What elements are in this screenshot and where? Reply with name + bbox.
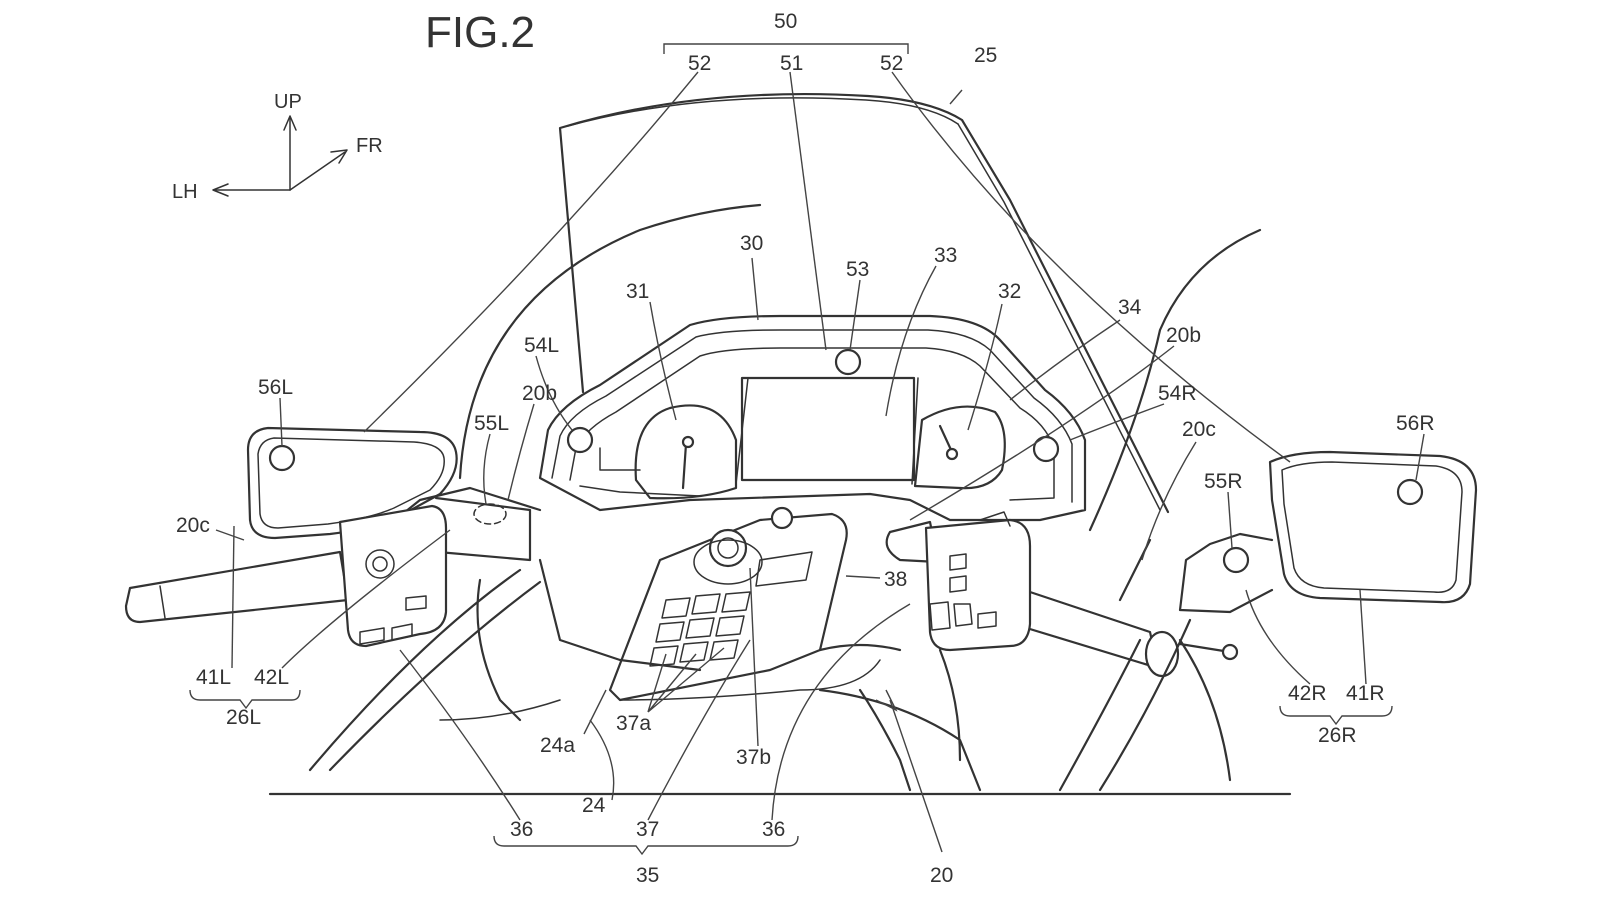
label-25: 25 <box>974 44 997 67</box>
label-35: 35 <box>636 864 659 887</box>
fairing-left-curve <box>458 203 762 480</box>
label-54L: 54L <box>524 334 559 357</box>
label-38: 38 <box>884 568 907 591</box>
label-24a: 24a <box>540 734 575 757</box>
label-26L: 26L <box>226 706 261 729</box>
label-32: 32 <box>998 280 1021 303</box>
body-20 <box>268 538 1292 796</box>
figure-title: FIG.2 <box>425 8 535 57</box>
left-handlebar <box>124 496 532 648</box>
right-mirror-26R <box>1178 450 1478 614</box>
label-20: 20 <box>930 864 953 887</box>
label-51: 51 <box>780 52 803 75</box>
indicator-lamp-53 <box>834 348 862 376</box>
position-lamp-55R <box>1222 546 1250 574</box>
label-41R: 41R <box>1346 682 1385 705</box>
mirror-lamp-56R <box>1396 478 1424 506</box>
label-42L: 42L <box>254 666 289 689</box>
indicator-lamp-54R <box>1032 435 1060 463</box>
label-55L: 55L <box>474 412 509 435</box>
label-55R: 55R <box>1204 470 1243 493</box>
label-42R: 42R <box>1288 682 1327 705</box>
label-52-right: 52 <box>880 52 903 75</box>
direction-indicator: UP FR LH <box>172 91 383 203</box>
reference-labels: 50 52 51 52 25 30 53 33 31 32 34 20b 54L… <box>176 10 1435 887</box>
mirror-lamp-56L <box>268 444 296 472</box>
label-36-left: 36 <box>510 818 533 841</box>
direction-up-label: UP <box>274 91 302 113</box>
right-handlebar <box>885 511 1239 678</box>
direction-front-label: FR <box>356 135 383 157</box>
label-20c-left: 20c <box>176 514 210 537</box>
center-display-33 <box>740 376 916 482</box>
label-26R: 26R <box>1318 724 1357 747</box>
label-37a: 37a <box>616 712 651 735</box>
label-54R: 54R <box>1158 382 1197 405</box>
label-24: 24 <box>582 794 606 817</box>
gauge-32 <box>913 405 1006 490</box>
windscreen-25 <box>558 93 1170 514</box>
label-20c-right: 20c <box>1182 418 1216 441</box>
leader-lines <box>189 43 1425 856</box>
label-30: 30 <box>740 232 763 255</box>
label-56L: 56L <box>258 376 293 399</box>
right-switch-box-36 <box>924 518 1032 652</box>
position-lamp-55L <box>473 503 507 525</box>
joystick-37b <box>708 528 748 568</box>
label-20b-right: 20b <box>1166 324 1201 347</box>
left-mirror-26L <box>246 426 542 540</box>
direction-left-label: LH <box>172 181 198 203</box>
left-switch-box-36 <box>338 504 448 648</box>
label-52-left: 52 <box>688 52 711 75</box>
label-56R: 56R <box>1396 412 1435 435</box>
meter-panel-30 <box>538 314 1087 522</box>
label-31: 31 <box>626 280 649 303</box>
label-53: 53 <box>846 258 869 281</box>
gauge-31 <box>634 404 738 500</box>
label-50: 50 <box>774 10 797 33</box>
label-37b: 37b <box>736 746 771 769</box>
label-36-right: 36 <box>762 818 785 841</box>
indicator-lamp-54L <box>566 426 594 454</box>
label-20b-left: 20b <box>522 382 557 405</box>
center-control-unit-37 <box>608 506 848 702</box>
fairing-right-curve <box>1088 228 1262 532</box>
label-41L: 41L <box>196 666 231 689</box>
label-34: 34 <box>1118 296 1142 319</box>
label-37: 37 <box>636 818 659 841</box>
label-33: 33 <box>934 244 957 267</box>
